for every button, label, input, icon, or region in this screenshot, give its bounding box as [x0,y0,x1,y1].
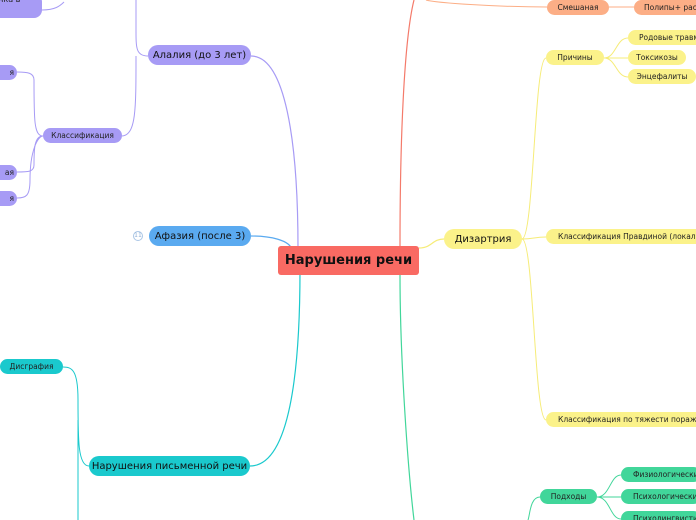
connector-line [399,0,415,247]
alalia-class-item-3[interactable]: я [0,191,17,206]
connector-line [527,496,541,520]
connector-line [250,55,299,249]
branch-alalia-classification[interactable]: Классификация [43,128,122,143]
dysarthria-causes[interactable]: Причины [546,50,604,65]
collapse-indicator-icon[interactable]: 11 [133,231,143,241]
connector-line [603,57,629,78]
branch-approaches[interactable]: Подходы [540,489,597,504]
connector-line [16,71,44,137]
connector-line [521,236,547,240]
branch-dysarthria[interactable]: Дизартрия [444,229,522,249]
dysarthria-classification-pravdina[interactable]: Классификация Правдиной (локализация) [546,229,696,244]
connector-line [596,474,622,498]
connector-line [418,238,445,249]
connector-line [399,274,415,520]
connector-line [521,57,547,240]
branch-dysgraphia[interactable]: Дисграфия [0,359,63,374]
connector-line [603,37,629,59]
connector-line [249,269,301,467]
dysarthria-classification-severity[interactable]: Классификация по тяжести поражения [546,412,696,427]
connector-line [425,0,548,8]
branch-alalia-child[interactable]: ненка в [0,0,42,18]
cause-encephalitis[interactable]: Энцефалиты [628,69,696,84]
branch-writing-disorders[interactable]: Нарушения письменной речи [89,456,250,476]
connector-line [121,55,137,137]
cause-toxicosis[interactable]: Токсикозы [628,50,686,65]
alalia-class-item-2[interactable]: ая [0,165,17,180]
branch-aphasia[interactable]: Афазия (после 3) [149,226,251,246]
alalia-class-item-1[interactable]: я [0,65,17,80]
connector-line [596,496,622,520]
branch-alalia[interactable]: Алалия (до 3 лет) [148,45,251,65]
connector-line [135,0,149,57]
approach-psycholinguistic[interactable]: Психолингвистический [621,511,696,520]
connector-line [16,135,44,199]
connector-line [62,366,90,467]
connector-line [16,135,44,173]
root-node[interactable]: Нарушения речи [278,246,419,275]
approach-physiological[interactable]: Физиологический [621,467,696,482]
approach-psychological[interactable]: Психологический [621,489,696,504]
cause-birth-trauma[interactable]: Родовые травмы [628,30,696,45]
mixed-child-polyps[interactable]: Полипы+ расщелина [634,0,696,15]
connector-line [521,238,547,421]
branch-mixed[interactable]: Смешаная [547,0,609,15]
connector-line [41,1,65,11]
